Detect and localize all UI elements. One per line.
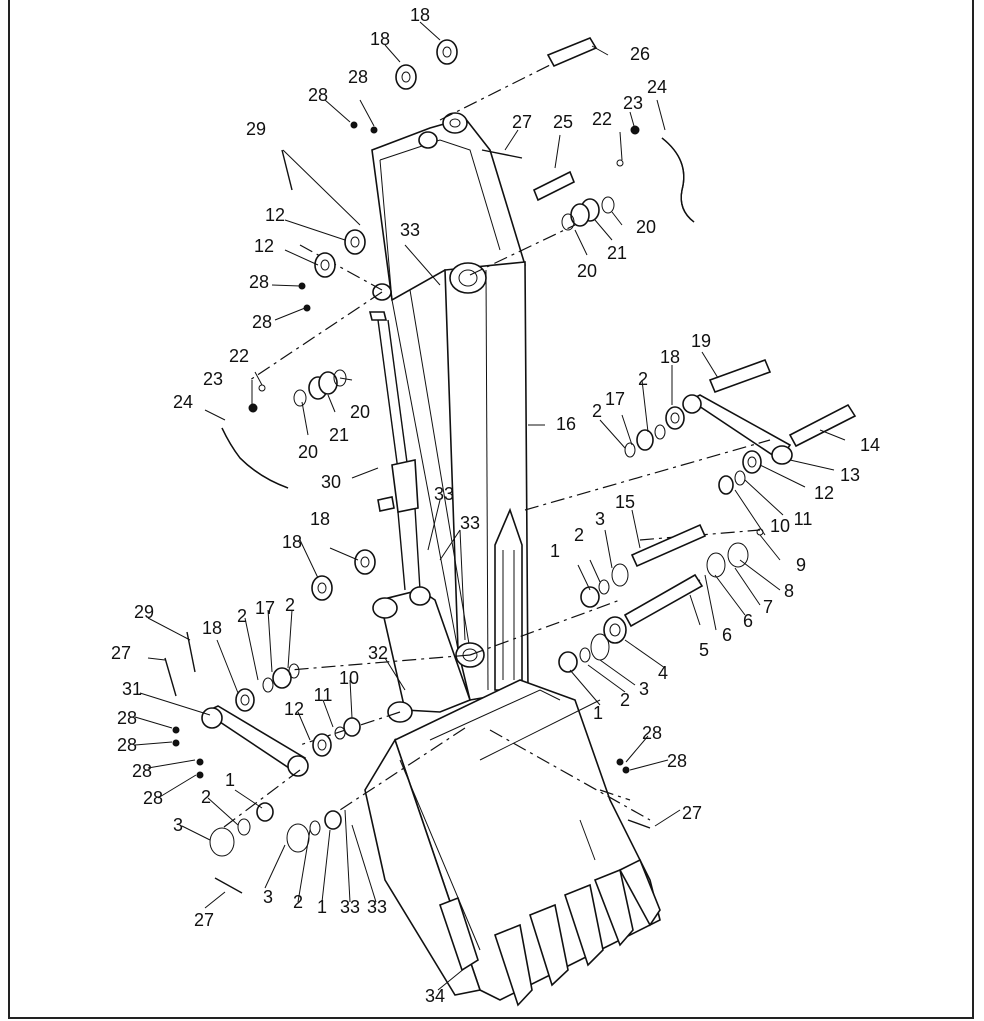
diagram-frame	[8, 0, 974, 1019]
callout-label: 13	[840, 465, 860, 485]
callout-label: 21	[329, 425, 349, 445]
bucket	[364, 679, 661, 1007]
callout-label: 20	[636, 217, 656, 237]
callout-label: 10	[339, 668, 359, 688]
callout-label: 28	[117, 735, 137, 755]
callout-label: 24	[647, 77, 667, 97]
callout-label: 21	[607, 243, 627, 263]
callout-label: 6	[722, 625, 732, 645]
callout-label: 18	[370, 29, 390, 49]
small-components	[164, 37, 857, 894]
callout-label: 28	[348, 67, 368, 87]
callout-label: 33	[400, 220, 420, 240]
callout-label: 2	[620, 690, 630, 710]
arm-structure	[371, 112, 529, 701]
callout-label: 18	[660, 347, 680, 367]
callout-label: 15	[615, 492, 635, 512]
callout-label: 19	[691, 331, 711, 351]
callout-label: 28	[249, 272, 269, 292]
callout-label: 3	[595, 509, 605, 529]
callout-label: 34	[425, 986, 445, 1006]
callout-label: 3	[263, 887, 273, 907]
callout-label: 1	[317, 897, 327, 917]
callout-label: 32	[368, 643, 388, 663]
callout-label: 27	[111, 643, 131, 663]
callout-label: 2	[285, 595, 295, 615]
callout-label: 23	[623, 93, 643, 113]
callout-label: 2	[237, 606, 247, 626]
callout-label: 28	[143, 788, 163, 808]
callout-label: 11	[794, 509, 813, 529]
callout-label: 25	[553, 112, 573, 132]
callout-label: 22	[592, 109, 612, 129]
callout-label: 22	[229, 346, 249, 366]
callout-label: 4	[658, 663, 668, 683]
callout-label: 28	[132, 761, 152, 781]
callout-label: 33	[460, 513, 480, 533]
callout-label: 33	[434, 484, 454, 504]
callout-label: 2	[638, 369, 648, 389]
callout-label: 28	[642, 723, 662, 743]
callout-label: 3	[173, 815, 183, 835]
callout-label: 2	[201, 787, 211, 807]
callout-label: 17	[255, 598, 275, 618]
callout-label: 20	[350, 402, 370, 422]
callout-label: 30	[321, 472, 341, 492]
callout-label: 18	[410, 5, 430, 25]
callout-label: 33	[367, 897, 387, 917]
callout-label: 27	[512, 112, 532, 132]
callout-label: 11	[314, 685, 333, 705]
callout-label: 3	[639, 679, 649, 699]
hydraulic-cylinder	[368, 311, 421, 591]
callout-label: 5	[699, 640, 709, 660]
callout-label: 20	[298, 442, 318, 462]
callout-label: 28	[667, 751, 687, 771]
callout-label: 28	[117, 708, 137, 728]
callout-label: 27	[682, 803, 702, 823]
callout-label: 20	[577, 261, 597, 281]
callout-label: 26	[630, 44, 650, 64]
callout-label: 9	[796, 555, 806, 575]
callout-label: 2	[293, 892, 303, 912]
callout-label: 18	[310, 509, 330, 529]
callout-label: 28	[308, 85, 328, 105]
callout-label: 29	[246, 119, 266, 139]
callout-label: 24	[173, 392, 193, 412]
callout-label: 14	[860, 435, 880, 455]
callout-label: 6	[743, 611, 753, 631]
callout-label: 2	[574, 525, 584, 545]
leader-lines	[134, 21, 846, 991]
callout-label: 17	[605, 389, 625, 409]
callout-label: 23	[203, 369, 223, 389]
callout-label: 12	[265, 205, 285, 225]
callout-label: 1	[593, 703, 603, 723]
callout-label: 12	[254, 236, 274, 256]
callout-label: 2	[592, 401, 602, 421]
callout-label: 7	[763, 597, 773, 617]
callout-label: 18	[202, 618, 222, 638]
callout-label: 31	[122, 679, 142, 699]
callout-label: 28	[252, 312, 272, 332]
callout-label: 10	[770, 516, 790, 536]
callout-label: 1	[225, 770, 235, 790]
callout-label: 12	[814, 483, 834, 503]
callout-label: 29	[134, 602, 154, 622]
callout-labels: 18 18 26 28 28 27 25 23 24 29 22 12 33 2…	[111, 5, 880, 1006]
callout-label: 1	[550, 541, 560, 561]
callout-label: 27	[194, 910, 214, 930]
callout-label: 16	[556, 414, 576, 434]
callout-label: 33	[340, 897, 360, 917]
callout-label: 18	[282, 532, 302, 552]
callout-label: 8	[784, 581, 794, 601]
callout-label: 12	[284, 699, 304, 719]
